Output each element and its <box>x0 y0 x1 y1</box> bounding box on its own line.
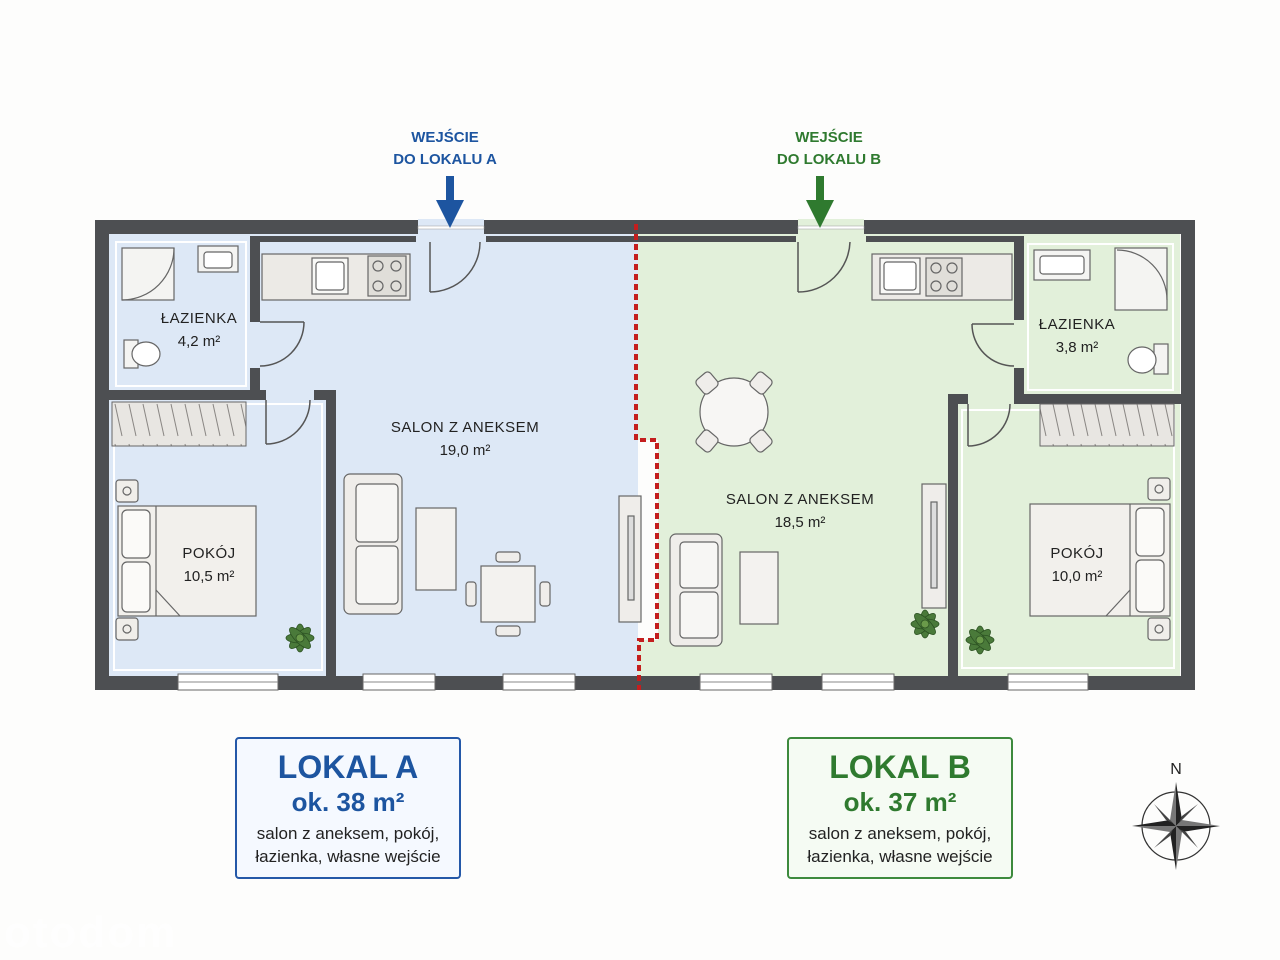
room-b-bathroom-name: ŁAZIENKA <box>1039 316 1116 333</box>
entrance-a-label-1: WEJŚCIE <box>411 128 479 146</box>
entrance-arrow-a <box>436 176 464 228</box>
wardrobe-b <box>1039 403 1175 447</box>
entrance-arrow-b <box>806 176 834 228</box>
kitchen-b <box>871 253 1013 301</box>
room-b-bedroom-area: 10,0 m² <box>1052 568 1103 585</box>
unit-divider <box>634 224 659 690</box>
unit-a-desc-2: łazienka, własne wejście <box>255 847 441 866</box>
unit-b-card: LOKAL B ok. 37 m² salon z aneksem, pokój… <box>787 737 1013 879</box>
unit-a-card: LOKAL A ok. 38 m² salon z aneksem, pokój… <box>235 737 461 879</box>
unit-a-desc-1: salon z aneksem, pokój, <box>256 824 440 843</box>
room-a-living-area: 19,0 m² <box>440 442 491 459</box>
unit-a-area: ok. 38 m² <box>291 787 405 817</box>
room-a-living-name: SALON Z ANEKSEM <box>391 419 539 436</box>
living-b-furniture <box>669 371 947 647</box>
plant-icon <box>910 609 940 639</box>
bathroom-b-fixtures <box>1033 247 1169 375</box>
doors-b <box>797 241 1015 447</box>
room-a-bathroom-name: ŁAZIENKA <box>161 310 238 327</box>
room-b-living-area: 18,5 m² <box>775 514 826 531</box>
compass-icon <box>1132 782 1220 870</box>
bed-a <box>115 479 257 641</box>
compass-north-label: N <box>1170 761 1182 778</box>
kitchen-a <box>261 253 411 301</box>
plant-icon <box>285 623 315 653</box>
bathroom-a-fixtures <box>121 245 239 369</box>
entrance-a-label-2: DO LOKALU A <box>393 151 497 168</box>
unit-b-area: ok. 37 m² <box>843 787 957 817</box>
doors-a <box>259 241 481 445</box>
unit-b-title: LOKAL B <box>829 749 971 785</box>
interior-walls-a <box>108 236 638 678</box>
room-b-bathroom-area: 3,8 m² <box>1056 339 1099 356</box>
living-a-furniture <box>343 473 642 637</box>
watermark: otodom <box>4 908 178 957</box>
bed-b <box>1029 477 1171 641</box>
room-b-bedroom-name: POKÓJ <box>1050 545 1103 562</box>
entrance-b-label-2: DO LOKALU B <box>777 151 881 168</box>
room-a-bathroom-area: 4,2 m² <box>178 333 221 350</box>
entrance-b-label-1: WEJŚCIE <box>795 128 863 146</box>
unit-b-desc-2: łazienka, własne wejście <box>807 847 993 866</box>
room-a-bedroom-area: 10,5 m² <box>184 568 235 585</box>
unit-b-desc-1: salon z aneksem, pokój, <box>808 824 992 843</box>
unit-a-title: LOKAL A <box>277 749 419 785</box>
wardrobe-a <box>111 401 247 447</box>
interior-walls-b <box>638 236 1181 678</box>
plant-icon <box>965 625 995 655</box>
room-a-bedroom-name: POKÓJ <box>182 545 235 562</box>
outer-walls <box>95 220 1195 690</box>
room-b-living-name: SALON Z ANEKSEM <box>726 491 874 508</box>
